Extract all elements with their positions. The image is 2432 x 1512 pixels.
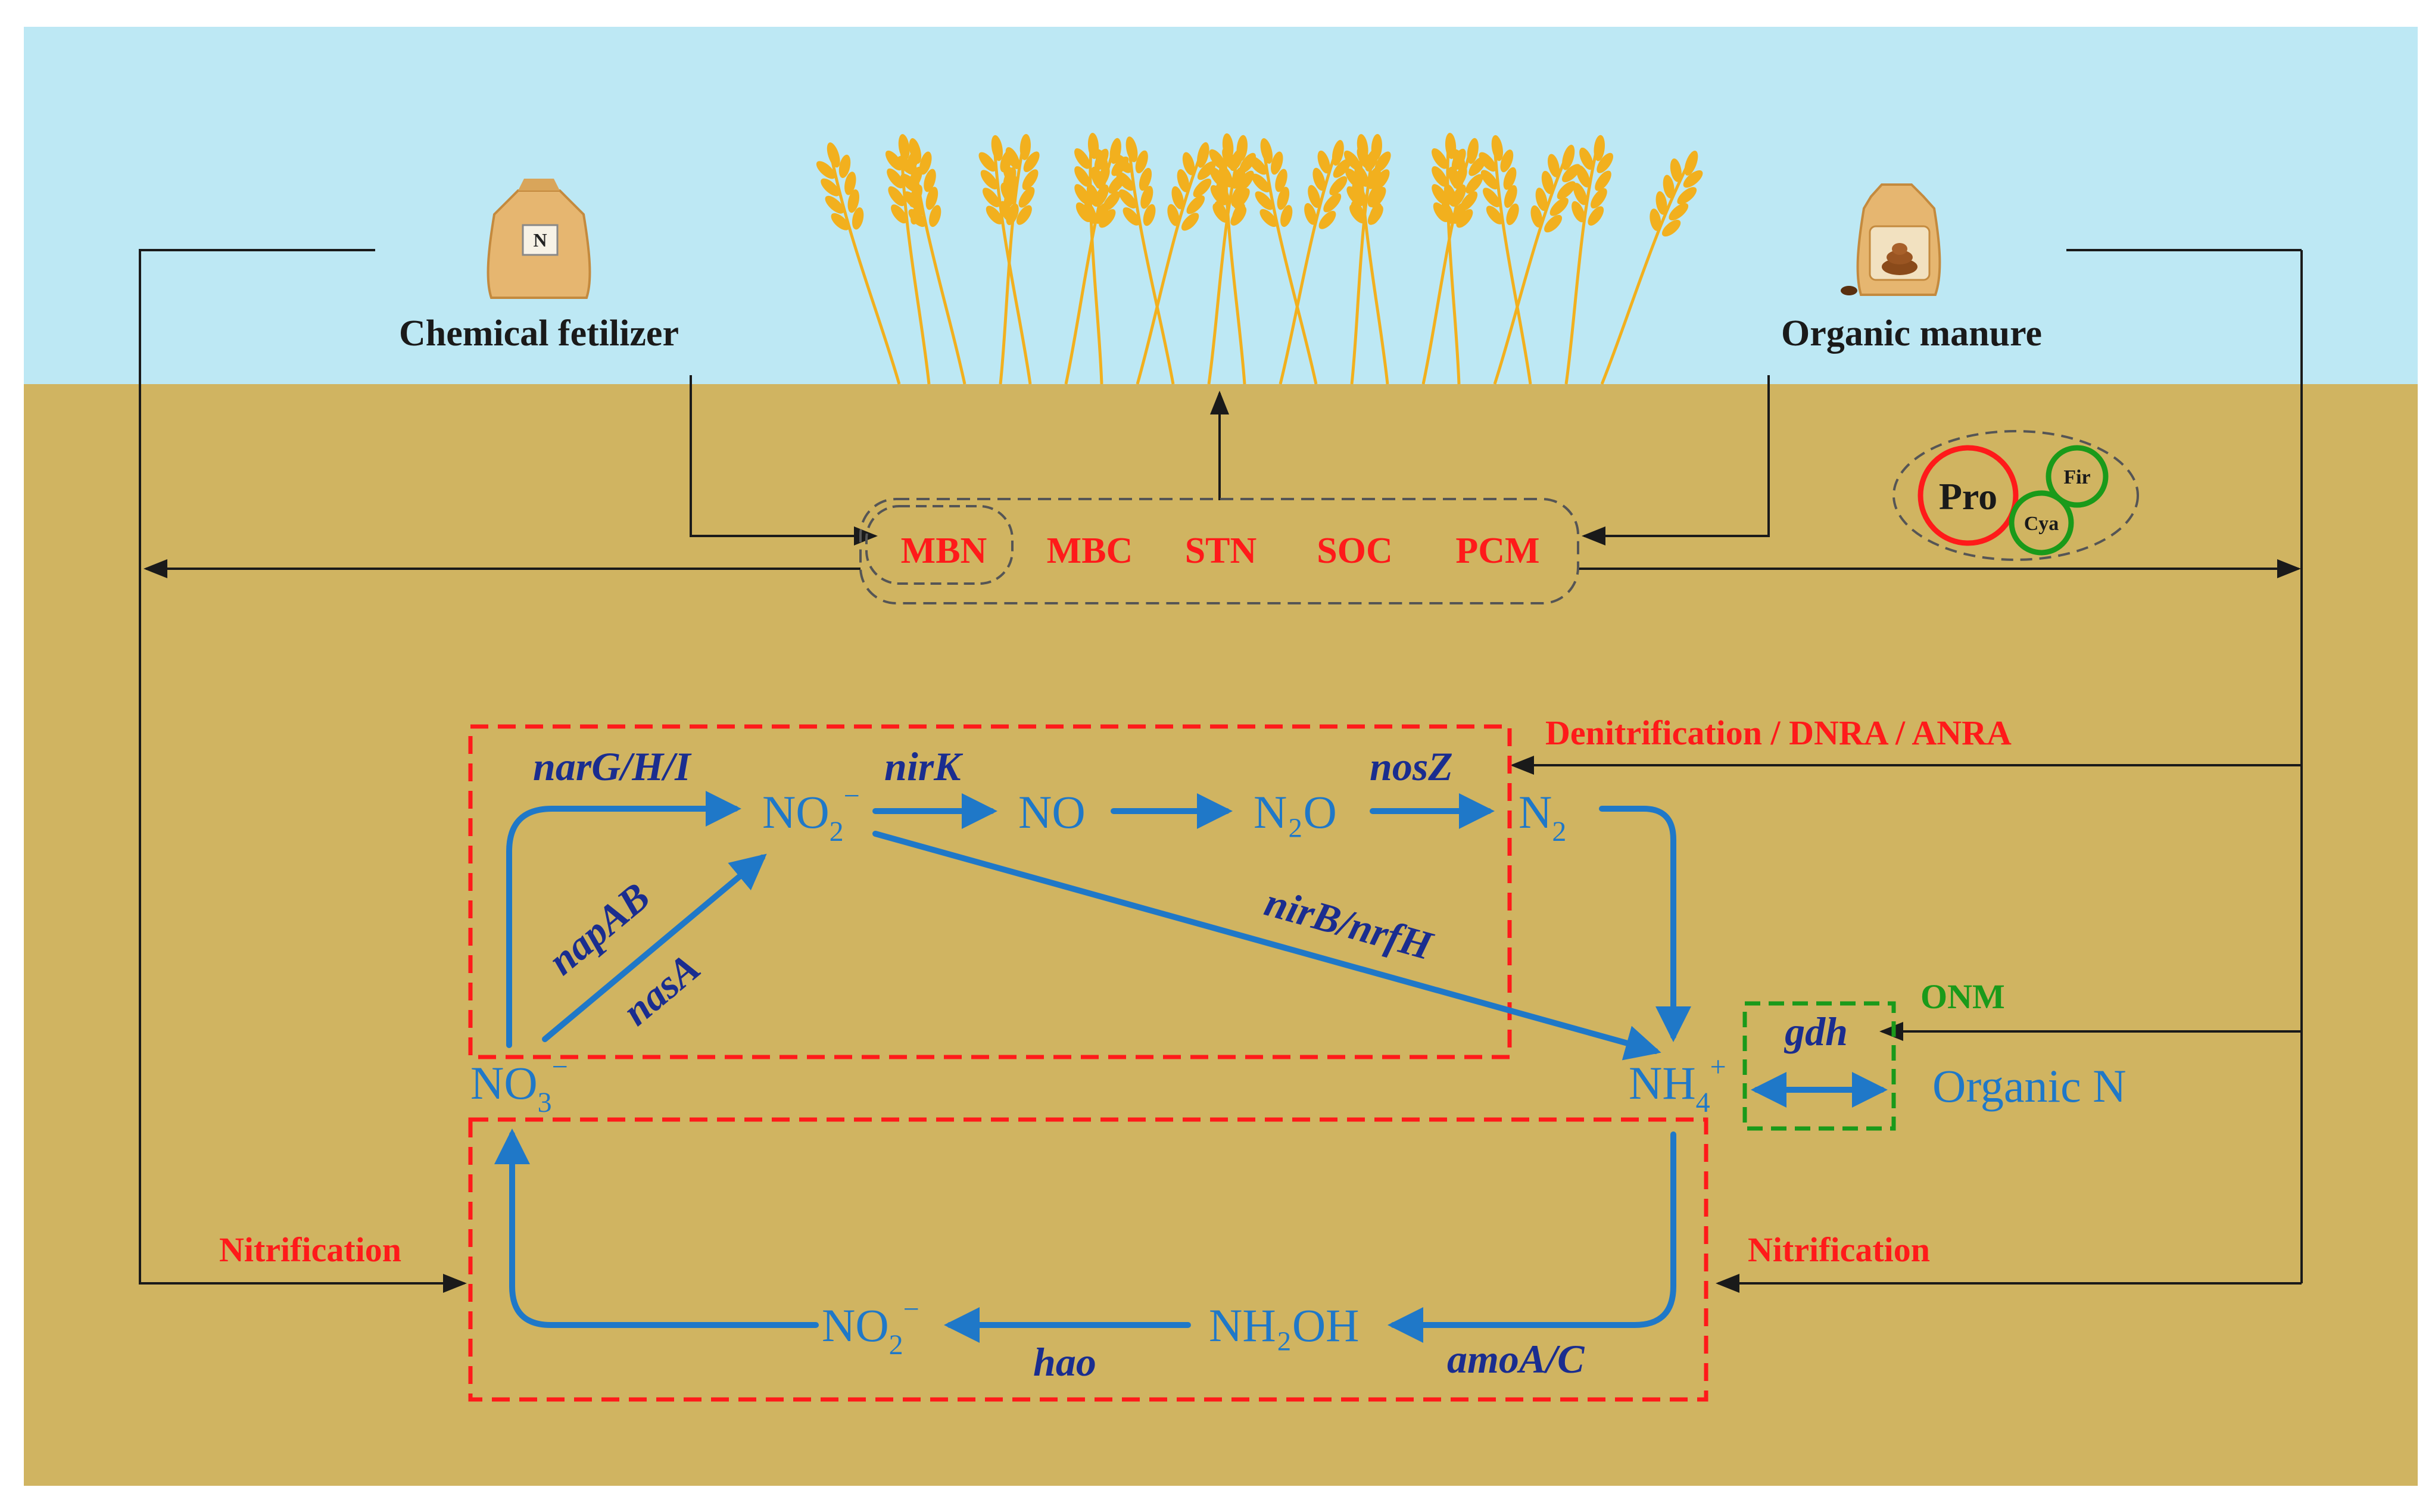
species-n2o: N₂O	[1254, 786, 1337, 838]
black-connectors	[139, 249, 2303, 1293]
no2-to-nh4-arrow	[872, 831, 1661, 1061]
organic-manure-label: Organic manure	[1781, 313, 2042, 354]
fertilizer-bag-icon: N	[487, 179, 591, 299]
no3-to-no2-curve-arrow	[506, 791, 741, 1048]
species-no: NO	[1018, 786, 1086, 838]
denitrification-label: Denitrification / DNRA / ANRA	[1545, 713, 2012, 752]
species-nh2oh: NH₂OH	[1209, 1299, 1360, 1351]
species-n2: N2	[1519, 786, 1566, 847]
nitrification-box	[468, 1117, 1708, 1402]
nitrification-left-label: Nitrification	[219, 1230, 401, 1269]
gene-nosz: nosZ	[1370, 744, 1453, 789]
manure-bag-icon	[1841, 183, 1941, 296]
soil-prop-pcm: PCM	[1455, 531, 1539, 571]
gene-narghi: narG/H/I	[533, 744, 692, 789]
nitrification-right-label: Nitrification	[1748, 1230, 1930, 1269]
pathway-arrows	[494, 791, 1888, 1343]
soil-prop-mbc: MBC	[1047, 531, 1133, 571]
species-nh4: NH4+	[1629, 1051, 1726, 1118]
microbe-pro	[1917, 445, 2019, 546]
n2-to-nh4-arrow	[1599, 806, 1691, 1042]
microbe-cluster	[1892, 430, 2139, 561]
gene-amoac: amoA/C	[1447, 1336, 1585, 1382]
species-no2-top: NO2−	[762, 780, 860, 847]
gene-hao: hao	[1033, 1339, 1096, 1385]
no3-to-no2-diagonal-arrow	[542, 853, 767, 1042]
manure-to-soil-arrow	[1582, 375, 1770, 545]
no2-to-no3-arrow	[494, 1128, 819, 1328]
microbe-cya-label: Cya	[2024, 513, 2059, 535]
microbe-cya	[2009, 490, 2074, 556]
gene-gdh: gdh	[1784, 1009, 1848, 1054]
microbe-pro-label: Pro	[1939, 475, 1997, 517]
species-no2-bottom: NO2−	[822, 1293, 919, 1361]
gene-nirk: nirK	[884, 744, 964, 789]
soil-property-capsule	[859, 498, 1579, 604]
nh4-to-nh2oh-arrow	[1388, 1131, 1676, 1343]
soil-prop-mbn: MBN	[901, 531, 987, 571]
species-organic-n: Organic N	[1932, 1060, 2127, 1112]
gdh-box	[1742, 1001, 1896, 1131]
fertilizer-to-soil-arrow	[690, 375, 878, 545]
microbe-fir	[2046, 445, 2109, 508]
chemical-fertilizer-label: Chemical fetilizer	[399, 313, 679, 354]
species-no3: NO3−	[470, 1051, 568, 1118]
bag-letter: N	[533, 229, 547, 251]
left-nitrification-arrow	[139, 249, 467, 1293]
microbe-fir-label: Fir	[2063, 466, 2090, 488]
soil-prop-stn: STN	[1185, 531, 1257, 571]
soil-prop-soc: SOC	[1317, 531, 1392, 571]
onm-label: ONM	[1920, 977, 2005, 1016]
mbn-highlight	[865, 505, 1014, 585]
